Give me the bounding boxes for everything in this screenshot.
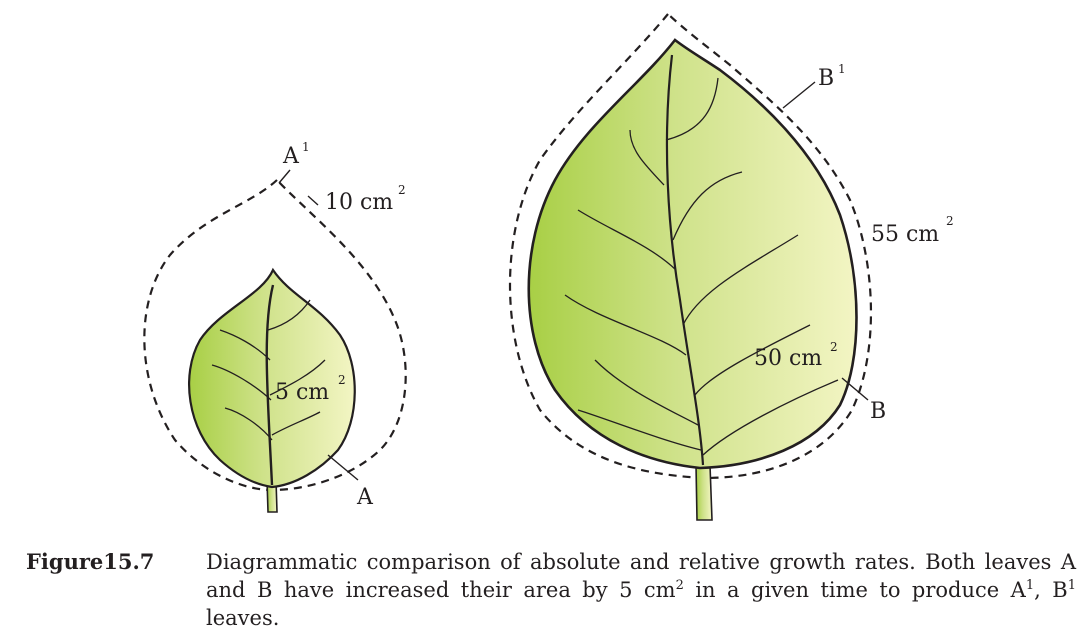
leaf-b-pointer bbox=[841, 377, 869, 401]
growth-diagram: A 5 cm 2 A 1 10 cm 2 bbox=[143, 12, 954, 521]
leaf-b-midrib bbox=[665, 54, 705, 466]
leaf-a1-pointer bbox=[278, 169, 291, 184]
caption-text: Diagrammatic comparison of absolute and … bbox=[206, 548, 1076, 632]
figure-caption: Figure15.7 Diagrammatic comparison of ab… bbox=[26, 548, 1076, 632]
leaf-a1-label-sup: 1 bbox=[302, 140, 310, 154]
caption-text-part-3: , B bbox=[1034, 578, 1068, 602]
leaf-b1-pointer bbox=[782, 81, 816, 109]
caption-sup-3: 1 bbox=[1067, 578, 1076, 593]
leaf-b-area-label: 50 cm bbox=[754, 346, 822, 371]
leaf-a1-area-pointer bbox=[307, 195, 319, 206]
caption-text-part-4: leaves. bbox=[206, 606, 280, 630]
leaf-a-midrib bbox=[265, 284, 275, 486]
leaf-b-group: B 50 cm 2 B 1 55 cm 2 bbox=[509, 12, 954, 521]
leaf-b-stem bbox=[695, 464, 713, 521]
leaf-a1-label: A bbox=[282, 144, 300, 169]
leaf-a-veins bbox=[211, 299, 326, 441]
leaf-b1-label: B bbox=[818, 66, 834, 91]
leaf-a-body bbox=[188, 267, 356, 489]
leaf-b1-label-sup: 1 bbox=[838, 62, 846, 76]
leaf-a-area-label: 5 cm bbox=[275, 380, 329, 405]
leaf-a-area-exponent: 2 bbox=[338, 373, 346, 387]
leaf-b-veins bbox=[564, 77, 839, 456]
leaf-b1-area-label: 55 cm bbox=[871, 222, 939, 247]
leaf-a-pointer bbox=[327, 454, 359, 481]
caption-figure-number: Figure15.7 bbox=[26, 549, 155, 574]
leaf-a1-area-label: 10 cm bbox=[325, 190, 393, 215]
caption-sup-1: 2 bbox=[675, 578, 684, 593]
leaf-b-label: B bbox=[870, 399, 886, 424]
leaf-b1-area-exponent: 2 bbox=[946, 214, 954, 228]
caption-sup-2: 1 bbox=[1025, 578, 1035, 593]
leaf-a1-area-exponent: 2 bbox=[398, 183, 406, 197]
caption-text-part-2: in a given time to produce A bbox=[683, 578, 1026, 602]
leaf-b-area-exponent: 2 bbox=[830, 340, 838, 354]
leaf-b1-outline bbox=[509, 12, 873, 480]
leaf-a-label: A bbox=[356, 485, 374, 510]
leaf-a-group: A 5 cm 2 A 1 10 cm 2 bbox=[143, 140, 407, 513]
leaf-b-body bbox=[527, 38, 858, 470]
caption-text-part-1: Diagrammatic comparison of absolute and … bbox=[206, 550, 1076, 602]
